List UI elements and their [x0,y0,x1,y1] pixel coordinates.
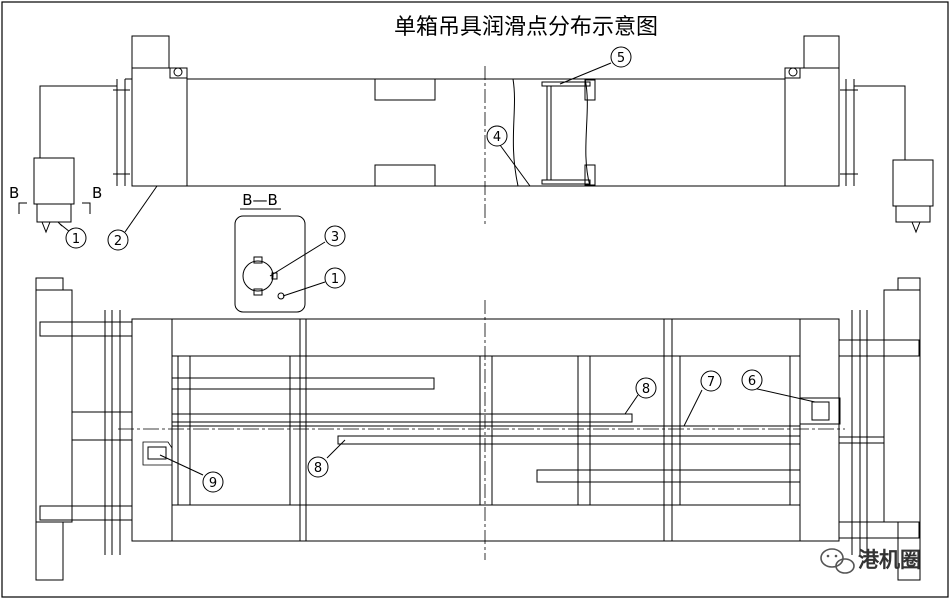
callout-leaders [59,62,816,476]
watermark: 港机圈 [820,548,921,574]
callout-1-top: 1 [65,227,87,249]
section-mark-right: B [92,184,102,202]
section-detail [234,215,306,313]
section-mark-left: B [9,184,19,202]
right-twistlock-box [892,159,934,207]
callout-9: 9 [202,471,224,493]
bottom-view [35,277,921,581]
watermark-text: 港机圈 [858,548,921,572]
svg-text:1: 1 [331,272,339,287]
callout-6: 6 [741,369,763,391]
callout-4: 4 [486,125,508,147]
callout-3: 3 [324,225,346,247]
svg-text:6: 6 [748,374,756,389]
wechat-icon [820,548,855,574]
callout-2: 2 [107,229,129,251]
svg-text:4: 4 [493,130,501,145]
svg-text:9: 9 [209,476,217,491]
svg-text:8: 8 [314,461,322,476]
callout-8-lower: 8 [307,456,329,478]
svg-text:7: 7 [707,375,715,390]
diagram-title: 单箱吊具润滑点分布示意图 [394,15,658,40]
callout-1-section: 1 [324,267,346,289]
svg-text:5: 5 [617,51,625,66]
left-twistlock-box [33,157,75,205]
svg-text:1: 1 [72,232,80,247]
section-title: B—B [242,191,278,209]
lube-box-6 [811,401,830,421]
top-view [33,35,934,234]
callout-7: 7 [700,370,722,392]
svg-text:3: 3 [331,230,339,245]
lube-box-9 [147,446,167,460]
svg-text:8: 8 [642,382,650,397]
callout-5: 5 [610,46,632,68]
svg-text:2: 2 [114,234,122,249]
callout-8-upper: 8 [635,377,657,399]
